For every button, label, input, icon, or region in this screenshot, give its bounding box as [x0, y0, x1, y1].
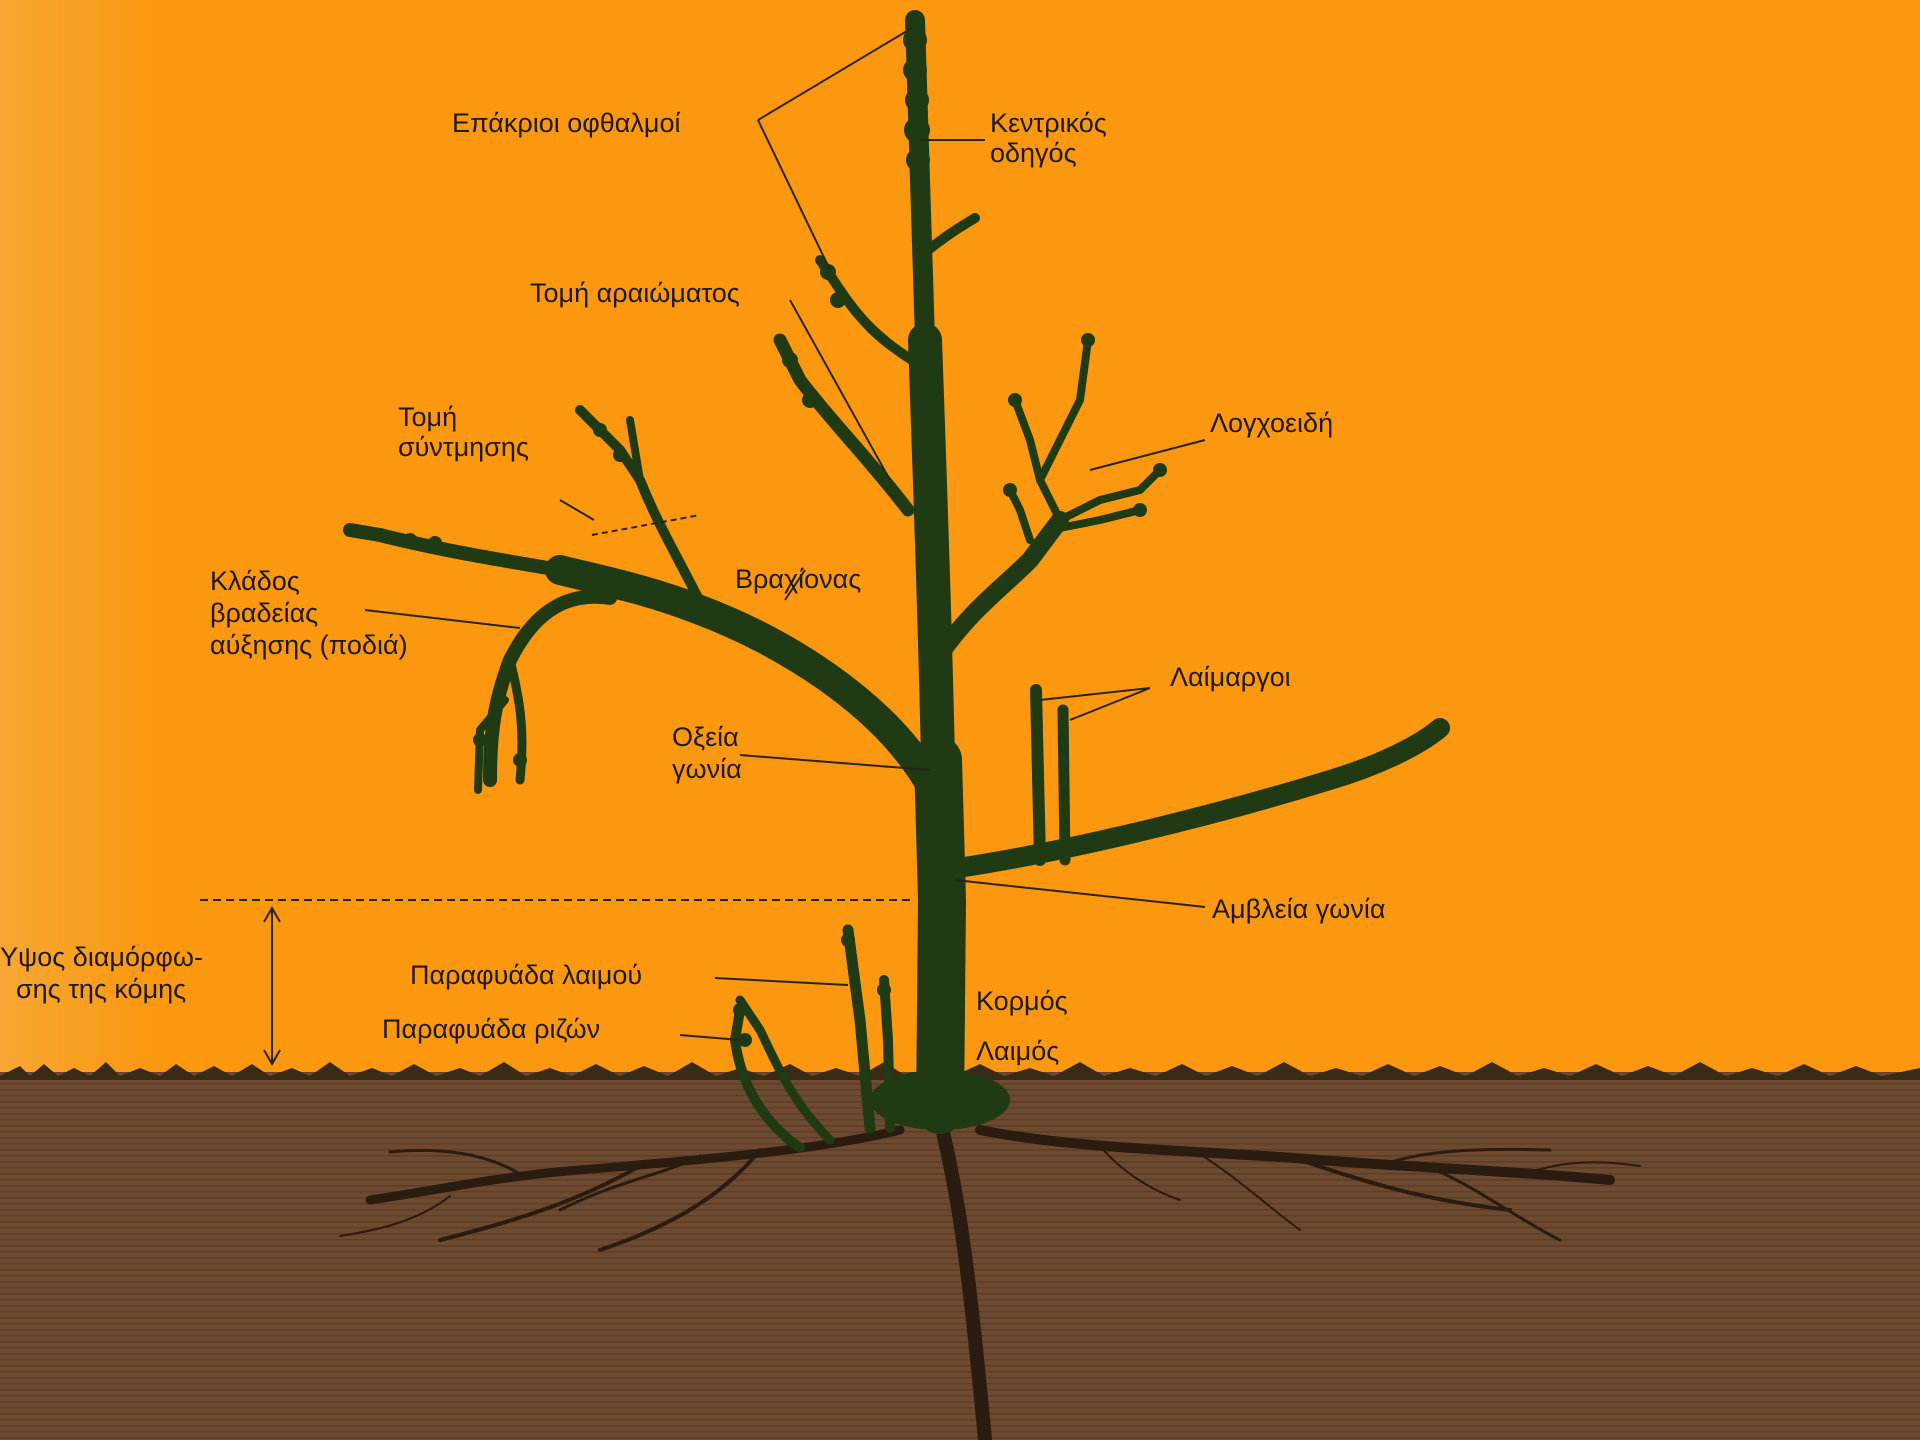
label-trunk: Κορμός	[976, 986, 1068, 1016]
label-spur-1: Κλάδος	[210, 566, 300, 596]
label-head-height-1: Υψος διαμόρφω-	[0, 942, 203, 972]
label-terminal-buds: Επάκριοι οφθαλμοί	[452, 108, 680, 138]
label-lanceolate: Λογχοειδή	[1210, 408, 1333, 438]
label-spur-2: βραδείας	[210, 598, 318, 628]
label-obtuse-angle: Αμβλεία γωνία	[1212, 894, 1385, 924]
label-heading-cut-1: Τομή	[398, 402, 457, 432]
label-neck: Λαιμός	[976, 1036, 1059, 1066]
label-water-sprouts: Λαίμαργοι	[1170, 662, 1291, 692]
label-spur-3: αύξησης (ποδιά)	[210, 630, 408, 660]
label-acute-angle-1: Οξεία	[672, 722, 739, 752]
label-central-leader-2: οδηγός	[990, 138, 1077, 168]
label-heading-cut-2: σύντμησης	[398, 432, 529, 462]
label-root-sucker: Παραφυάδα ριζών	[382, 1014, 600, 1044]
label-central-leader-1: Κεντρικός	[990, 108, 1107, 138]
label-thinning-cut: Τομή αραιώματος	[530, 278, 740, 308]
label-neck-sucker: Παραφυάδα λαιμού	[410, 960, 642, 990]
label-scaffold: Βραχίονας	[735, 564, 861, 594]
label-acute-angle-2: γωνία	[672, 754, 742, 784]
label-head-height-2: σης της κόμης	[16, 974, 186, 1004]
